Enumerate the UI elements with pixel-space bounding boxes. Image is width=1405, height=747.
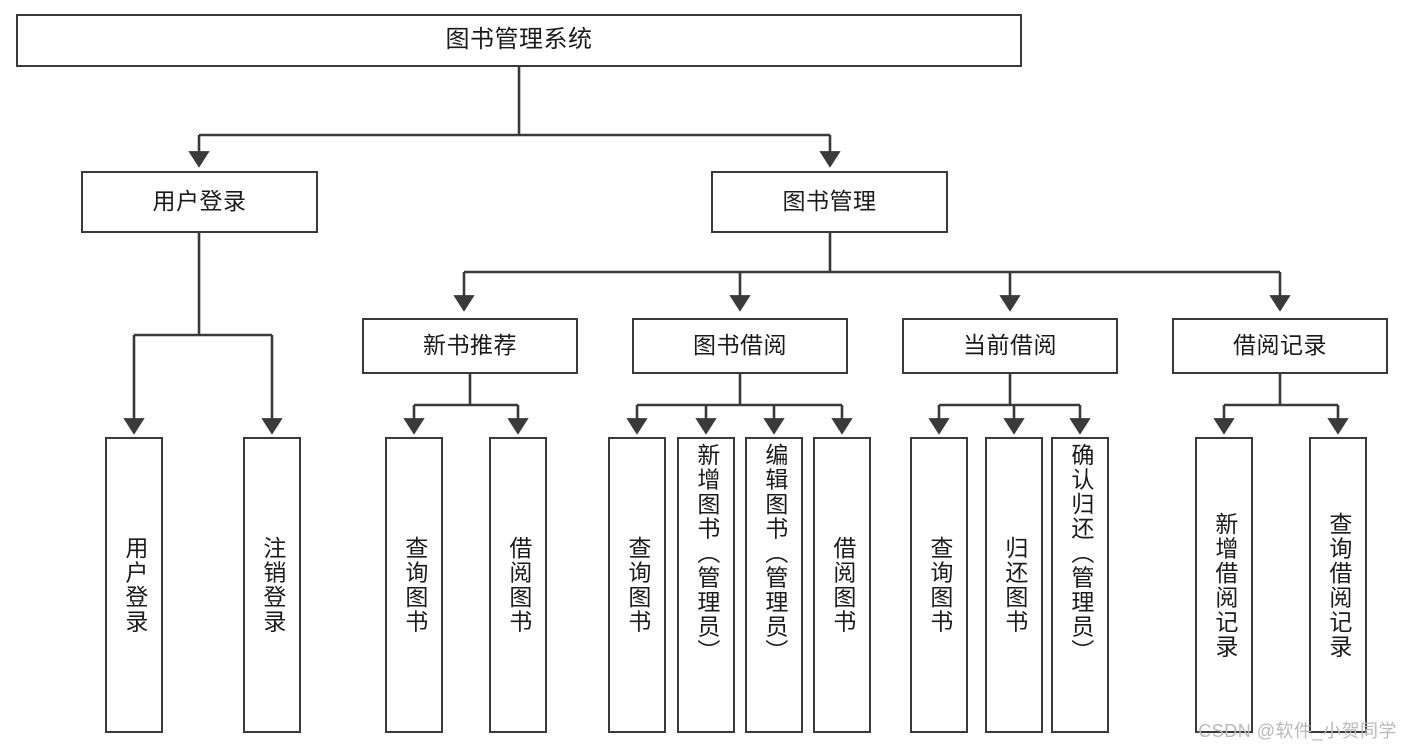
node-label: 新书推荐 <box>423 332 517 359</box>
node-label: 查询图书 <box>926 536 953 634</box>
node-label: 借阅记录 <box>1233 332 1327 359</box>
leaf-borrow-query-book[interactable]: 查询图书 <box>608 437 666 733</box>
leaf-user-login-login[interactable]: 用户登录 <box>105 437 163 733</box>
node-label: 新增图书（管理员） <box>693 443 720 664</box>
node-current-borrow[interactable]: 当前借阅 <box>902 318 1118 374</box>
leaf-current-query-book[interactable]: 查询图书 <box>910 437 968 733</box>
node-label: 编辑图书（管理员） <box>761 443 788 664</box>
node-user-login[interactable]: 用户登录 <box>81 171 318 233</box>
node-book-borrow[interactable]: 图书借阅 <box>632 318 848 374</box>
leaf-borrow-edit-book[interactable]: 编辑图书（管理员） <box>745 437 803 733</box>
node-root-system[interactable]: 图书管理系统 <box>16 14 1022 67</box>
leaf-borrow-add-book[interactable]: 新增图书（管理员） <box>677 437 735 733</box>
leaf-user-login-logout[interactable]: 注销登录 <box>243 437 301 733</box>
node-label: 确认归还（管理员） <box>1067 443 1094 664</box>
leaf-current-confirm-return[interactable]: 确认归还（管理员） <box>1051 437 1109 733</box>
node-label: 当前借阅 <box>963 332 1057 359</box>
node-label: 用户登录 <box>121 536 148 634</box>
node-new-book-recommend[interactable]: 新书推荐 <box>362 318 578 374</box>
node-label: 查询借阅记录 <box>1325 511 1352 659</box>
leaf-borrow-borrow-book[interactable]: 借阅图书 <box>813 437 871 733</box>
node-borrow-records[interactable]: 借阅记录 <box>1172 318 1388 374</box>
node-label: 借阅图书 <box>829 536 856 634</box>
node-label: 查询图书 <box>624 536 651 634</box>
node-label: 借阅图书 <box>505 536 532 634</box>
node-label: 图书借阅 <box>693 332 787 359</box>
node-label: 注销登录 <box>259 536 286 634</box>
node-label: 归还图书 <box>1001 536 1028 634</box>
node-label: 查询图书 <box>401 536 428 634</box>
node-book-management[interactable]: 图书管理 <box>711 171 948 233</box>
node-label: 图书管理 <box>782 188 877 215</box>
node-label: 用户登录 <box>152 188 247 215</box>
leaf-records-add-record[interactable]: 新增借阅记录 <box>1195 437 1253 733</box>
leaf-records-query-record[interactable]: 查询借阅记录 <box>1309 437 1367 733</box>
node-label: 新增借阅记录 <box>1211 511 1238 659</box>
leaf-recommend-borrow-book[interactable]: 借阅图书 <box>489 437 547 733</box>
leaf-current-return-book[interactable]: 归还图书 <box>985 437 1043 733</box>
leaf-recommend-query-book[interactable]: 查询图书 <box>385 437 443 733</box>
node-label: 图书管理系统 <box>445 26 593 54</box>
watermark-text: CSDN @软件_小贺同学 <box>1198 721 1397 741</box>
